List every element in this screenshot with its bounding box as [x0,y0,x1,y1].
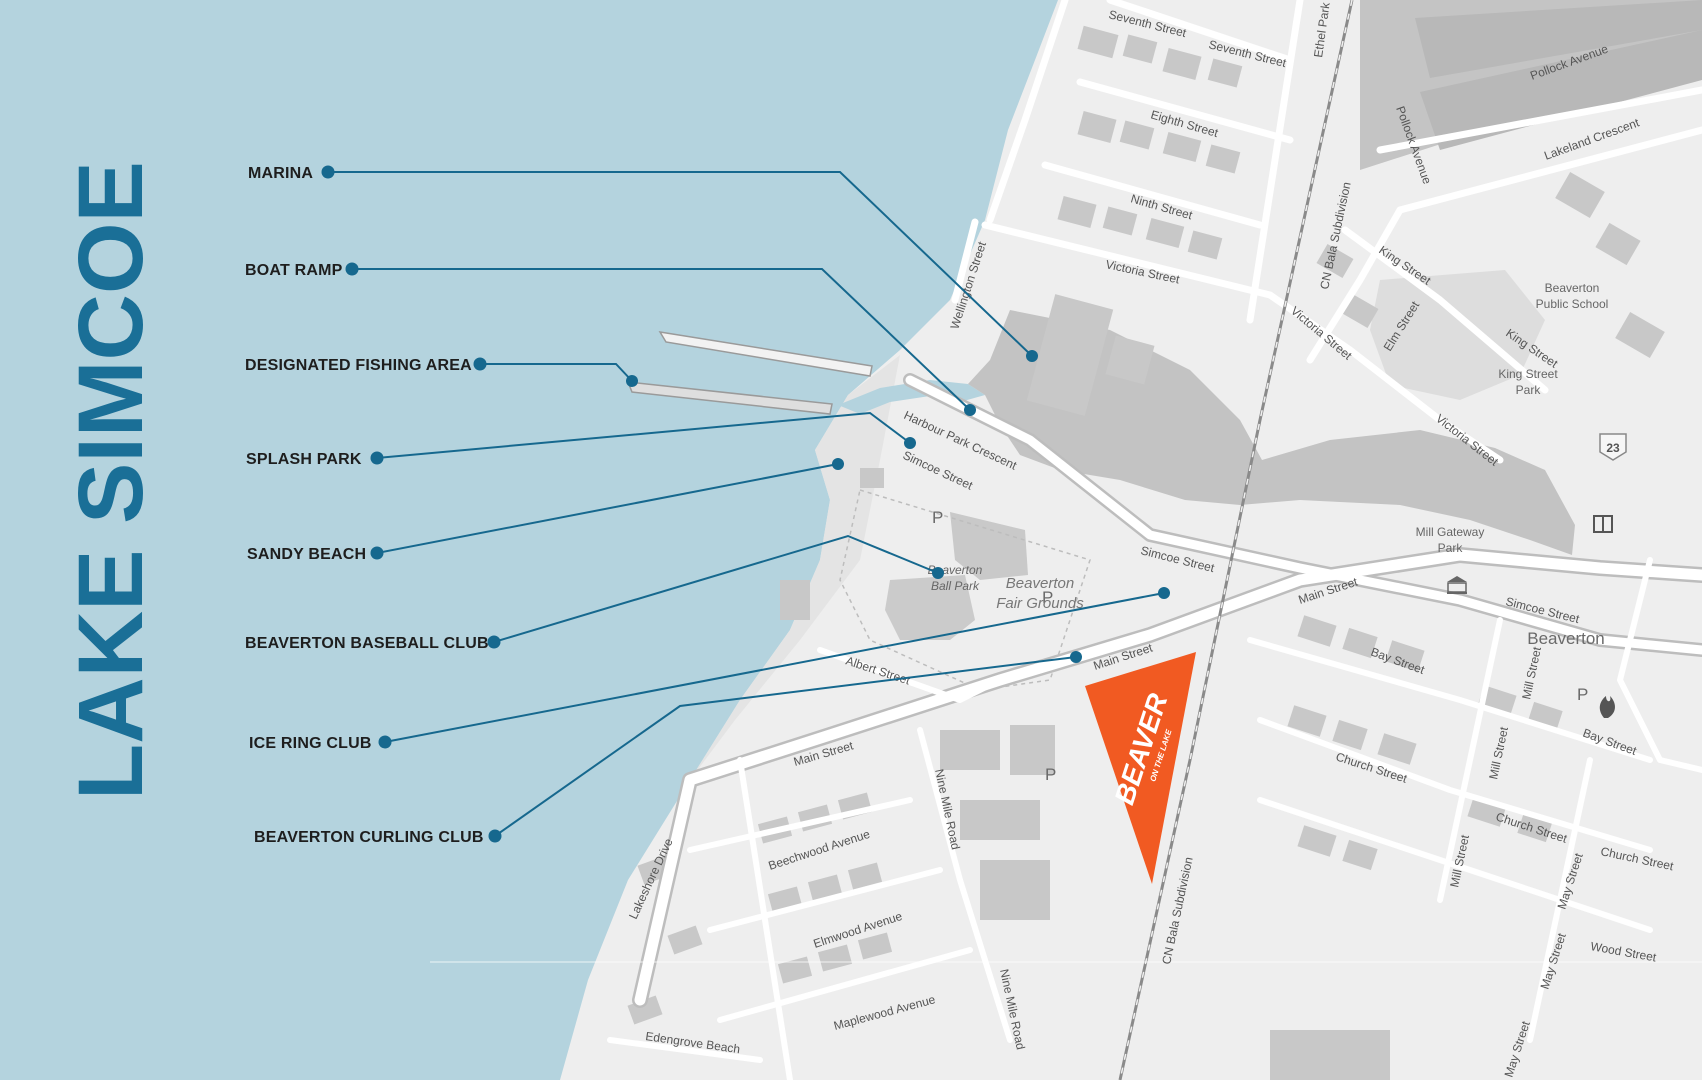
poi-ice-ring-club[interactable]: ICE RING CLUB [249,735,392,752]
svg-text:Fair Grounds: Fair Grounds [996,595,1084,612]
poi-leader-lines [328,171,1165,837]
svg-text:23: 23 [1606,441,1620,455]
poi-endpoints [626,350,1170,663]
svg-text:ICE RING CLUB: ICE RING CLUB [249,735,372,752]
place-labels: Beaverton Public School King Street Park… [928,281,1609,648]
svg-text:Mill Gateway: Mill Gateway [1416,525,1485,539]
poi-beaverton-curling-club[interactable]: BEAVERTON CURLING CLUB [254,829,502,846]
svg-text:Ball Park: Ball Park [931,579,980,593]
roads [607,0,1702,1080]
poi-splash-park[interactable]: SPLASH PARK [246,451,384,468]
svg-text:Public School: Public School [1536,297,1609,311]
library-icon [1593,515,1613,533]
museum-icon [1447,576,1467,594]
svg-text:Beaverton: Beaverton [1006,575,1074,592]
svg-text:Beaverton: Beaverton [1527,629,1605,648]
poi-designated-fishing-area[interactable]: DESIGNATED FISHING AREA [245,357,487,374]
svg-text:Park: Park [1438,541,1464,555]
poi-boat-ramp[interactable]: BOAT RAMP [245,262,359,279]
poi-beaverton-baseball-club[interactable]: BEAVERTON BASEBALL CLUB [245,635,501,652]
route-23-shield-icon: 23 [1599,433,1627,461]
fire-station-icon [1599,696,1615,718]
park-areas [839,270,1545,691]
svg-text:King Street: King Street [1498,367,1558,381]
svg-text:DESIGNATED FISHING AREA: DESIGNATED FISHING AREA [245,357,472,374]
poi-sandy-beach[interactable]: SANDY BEACH [247,546,384,563]
sandy-beach-shore [690,355,900,780]
parking-marker: P [1042,588,1053,607]
poi-marina[interactable]: MARINA [248,165,335,182]
svg-text:SPLASH PARK: SPLASH PARK [246,451,362,468]
svg-text:SANDY BEACH: SANDY BEACH [247,546,366,563]
svg-text:MARINA: MARINA [248,165,313,182]
railway [1118,0,1354,1080]
svg-text:BEAVERTON CURLING CLUB: BEAVERTON CURLING CLUB [254,829,484,846]
industrial-blocks [1360,0,1702,170]
parking-marker: P [932,508,943,527]
piers [626,331,873,415]
svg-text:Park: Park [1516,383,1542,397]
svg-text:BEAVERTON BASEBALL CLUB: BEAVERTON BASEBALL CLUB [245,635,489,652]
svg-text:BOAT RAMP: BOAT RAMP [245,262,343,279]
beaver-on-the-lake-logo: BEAVER ON THE LAKE [1085,652,1196,884]
parking-marker: P [1045,765,1056,784]
svg-text:Beaverton: Beaverton [1545,281,1600,295]
lake-name: LAKE SIMCOE [60,161,162,800]
parking-marker: P [1577,685,1588,704]
